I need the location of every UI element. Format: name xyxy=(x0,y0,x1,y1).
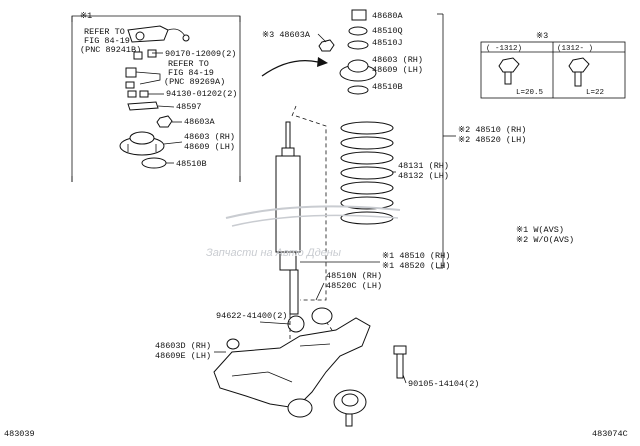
table-col1-value: L=20.5 xyxy=(516,89,544,97)
watermark-subtitle: Запчасти на Авто Ддены xyxy=(206,247,341,259)
refer2-line2: FIG 84-19 xyxy=(168,68,214,78)
height-sensor-part xyxy=(127,25,190,43)
refer1-line1: REFER TO xyxy=(84,27,125,37)
bushing-48603D-part xyxy=(226,338,240,350)
right-part-48680A: 48680A xyxy=(372,11,404,21)
code-bottom-right: 483074C xyxy=(592,429,628,439)
legend-line-2: ※2 W/O(AVS) xyxy=(516,235,574,245)
group1-bracket: ※1 xyxy=(71,11,241,182)
bolt-90105-part xyxy=(393,345,407,379)
absorber-label-48510-rh: ※1 48510 (RH) xyxy=(382,251,450,261)
nut-pair xyxy=(127,90,149,98)
plate-48597-part xyxy=(127,101,159,111)
arrow-head xyxy=(317,57,328,67)
legend-line-1: ※1 W(AVS) xyxy=(516,225,564,235)
table-header: ※3 xyxy=(536,31,548,41)
cushion-48510B-part xyxy=(141,157,167,169)
watermark-logo: Запчасти на Авто Ддены xyxy=(206,205,401,259)
refer2-line3: (PNC 89269A) xyxy=(164,77,225,87)
top-48603A-label: ※3 48603A xyxy=(262,30,311,40)
assembly-arrow xyxy=(261,59,319,77)
coil-spring-part xyxy=(340,121,394,225)
group1-leaders xyxy=(148,52,183,164)
nut-48603A-part xyxy=(156,115,173,128)
table-col2-value: L=22 xyxy=(586,89,604,97)
part-48603-rh-group: 48603 (RH) xyxy=(184,132,235,142)
part-94130-01202: 94130-01202(2) xyxy=(166,89,237,99)
refer2-line1: REFER TO xyxy=(168,59,209,69)
spring-label-48520-lh: ※2 48520 (LH) xyxy=(458,135,526,145)
lower-part-48603D-rh: 48603D (RH) xyxy=(155,341,211,351)
spring-label-48510-rh: ※2 48510 (RH) xyxy=(458,125,526,135)
table-col1-header: ( -1312) xyxy=(486,45,522,53)
right-top-bracket xyxy=(437,13,444,269)
lower-part-90105-14104: 90105-14104(2) xyxy=(408,379,479,389)
right-part-48609-lh: 48609 (LH) xyxy=(372,65,423,75)
nut-top-part xyxy=(318,39,335,52)
bushing-part xyxy=(311,307,333,325)
absorber-label-48520C-lh: 48520C (LH) xyxy=(326,281,382,291)
code-bottom-left: 483039 xyxy=(4,429,35,439)
part-48603A-group: 48603A xyxy=(184,117,216,127)
lower-part-94622-41400: 94622-41400(2) xyxy=(216,311,287,321)
spring-label-48132-lh: 48132 (LH) xyxy=(398,171,449,181)
table-col2-header: (1312- ) xyxy=(557,45,593,53)
lower-part-48609E-lh: 48609E (LH) xyxy=(155,351,211,361)
upper-support-part xyxy=(119,131,165,156)
part-48510B-group: 48510B xyxy=(176,159,207,169)
refer1-line3: (PNC 89241B) xyxy=(80,45,141,55)
harness-bracket-part xyxy=(125,67,161,89)
spring-label-48131-rh: 48131 (RH) xyxy=(398,161,449,171)
right-part-48510B: 48510B xyxy=(372,82,403,92)
top-stack-parts xyxy=(339,9,377,95)
absorber-label-48520-lh: ※1 48520 (LH) xyxy=(382,261,450,271)
part-48597: 48597 xyxy=(176,102,202,112)
right-part-48510Q: 48510Q xyxy=(372,26,403,36)
variant-table: ※3 ( -1312) (1312- ) L=20.5 L=22 xyxy=(480,31,626,99)
shock-absorber-part xyxy=(275,121,305,333)
bolt-pair xyxy=(133,49,157,60)
part-90170-12009: 90170-12009(2) xyxy=(165,49,236,59)
part-48609-lh-group: 48609 (LH) xyxy=(184,142,235,152)
right-part-48603-rh: 48603 (RH) xyxy=(372,55,423,65)
lower-control-arm-part xyxy=(213,317,371,427)
right-part-48510J: 48510J xyxy=(372,38,403,48)
absorber-label-48510N-rh: 48510N (RH) xyxy=(326,271,382,281)
refer1-line2: FIG 84-19 xyxy=(84,36,130,46)
